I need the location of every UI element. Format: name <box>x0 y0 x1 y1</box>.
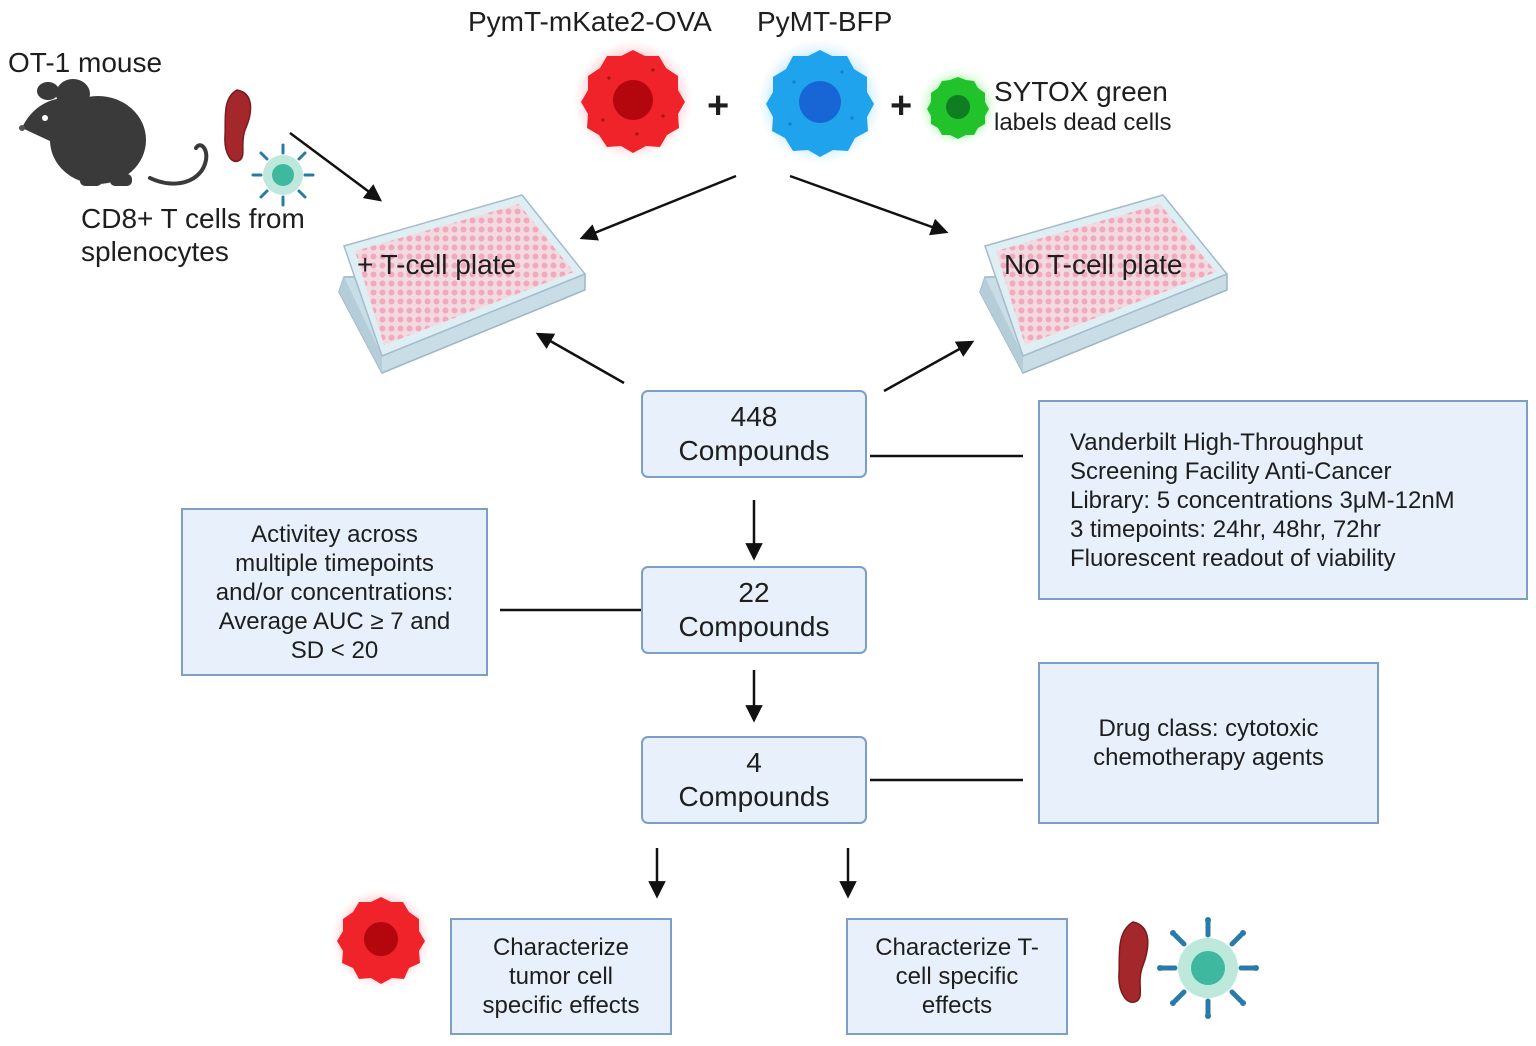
activity-note-line-5: SD < 20 <box>290 636 379 664</box>
t-cell-plate-label: + T-cell plate <box>357 249 517 280</box>
tcell-effects-line-3: effects <box>921 992 993 1019</box>
arrow-tcells-to-plate <box>289 131 383 202</box>
sytox-label: SYTOX green <box>994 76 1168 107</box>
compounds-22-unit: Compounds <box>678 611 830 642</box>
tumor-effects-line-2: tumor cell <box>508 963 614 990</box>
tcell-effects-line-2: cell specific <box>895 963 1019 990</box>
compounds-4-box: 4 Compounds <box>641 736 867 824</box>
spleen-icon <box>224 89 252 163</box>
activity-note-line-1: Activitey across <box>251 520 418 548</box>
tumor-cell-ova-icon <box>573 40 693 160</box>
bfp-cell-label: PyMT-BFP <box>757 6 893 37</box>
arrow-compounds-to-no-t-cell-plate <box>883 340 975 393</box>
compounds-448-unit: Compounds <box>678 435 830 466</box>
compounds-4-unit: Compounds <box>678 781 830 812</box>
sytox-sublabel: labels dead cells <box>994 109 1172 136</box>
arrow-compounds-to-t-cell-plate <box>535 332 625 385</box>
arrow-cells-to-no-t-cell-plate <box>789 174 949 236</box>
library-note-box: Vanderbilt High-Throughput Screening Fac… <box>1038 400 1528 600</box>
t-cell-plate-icon <box>338 194 587 374</box>
plus-sign-1: + <box>707 85 730 127</box>
library-note-line-2: Screening Facility Anti-Cancer <box>1070 457 1392 485</box>
cd8-cells-label-line-2: splenocytes <box>81 236 229 268</box>
compounds-22-count: 22 <box>738 577 770 608</box>
compounds-448-count: 448 <box>730 401 778 432</box>
ova-cell-label: PymT-mKate2-OVA <box>468 6 712 37</box>
tumor-effects-box: Characterize tumor cell specific effects <box>450 918 672 1035</box>
no-t-cell-plate-icon <box>979 194 1229 374</box>
t-cell-bottom-icon <box>1157 917 1259 1019</box>
sytox-dead-cell-icon <box>918 67 998 147</box>
plus-sign-2: + <box>890 85 913 127</box>
drug-class-note-box: Drug class: cytotoxic chemotherapy agent… <box>1038 662 1379 824</box>
spleen-bottom-icon <box>1118 921 1149 1004</box>
tcell-effects-line-1: Characterize T- <box>875 934 1039 961</box>
activity-note-line-4: Average AUC ≥ 7 and <box>218 607 451 635</box>
library-note-line-1: Vanderbilt High-Throughput <box>1070 428 1364 456</box>
no-t-cell-plate-label: No T-cell plate <box>1004 249 1183 280</box>
drug-class-note-line-1: Drug class: cytotoxic <box>1098 715 1319 742</box>
cd8-cells-label-line-1: CD8+ T cells from <box>81 203 305 234</box>
compounds-448-box: 448 Compounds <box>641 390 867 478</box>
tumor-effects-line-3: specific effects <box>482 992 640 1019</box>
t-cell-icon <box>251 143 315 207</box>
arrow-cells-to-t-cell-plate <box>579 174 737 241</box>
mouse-icon <box>19 79 209 186</box>
library-note-line-4: 3 timepoints: 24hr, 48hr, 72hr <box>1070 515 1381 543</box>
tumor-cell-bfp-icon <box>757 39 883 165</box>
library-note-line-5: Fluorescent readout of viability <box>1070 544 1396 572</box>
activity-note-line-2: multiple timepoints <box>235 549 434 577</box>
activity-note-line-3: and/or concentrations: <box>215 578 454 606</box>
activity-note-box: Activitey across multiple timepoints and… <box>181 508 488 676</box>
cd8-cells-label: CD8+ T cells from splenocytes <box>81 202 305 268</box>
drug-class-note-line-2: chemotherapy agents <box>1093 744 1324 771</box>
compounds-4-count: 4 <box>746 747 762 778</box>
mouse-label: OT-1 mouse <box>8 47 163 78</box>
tumor-effects-line-1: Characterize <box>492 934 630 961</box>
compounds-22-box: 22 Compounds <box>641 566 867 654</box>
tcell-effects-box: Characterize T- cell specific effects <box>846 918 1068 1035</box>
library-note-line-3: Library: 5 concentrations 3μM-12nM <box>1070 486 1455 514</box>
tumor-cell-bottom-icon <box>331 889 431 989</box>
